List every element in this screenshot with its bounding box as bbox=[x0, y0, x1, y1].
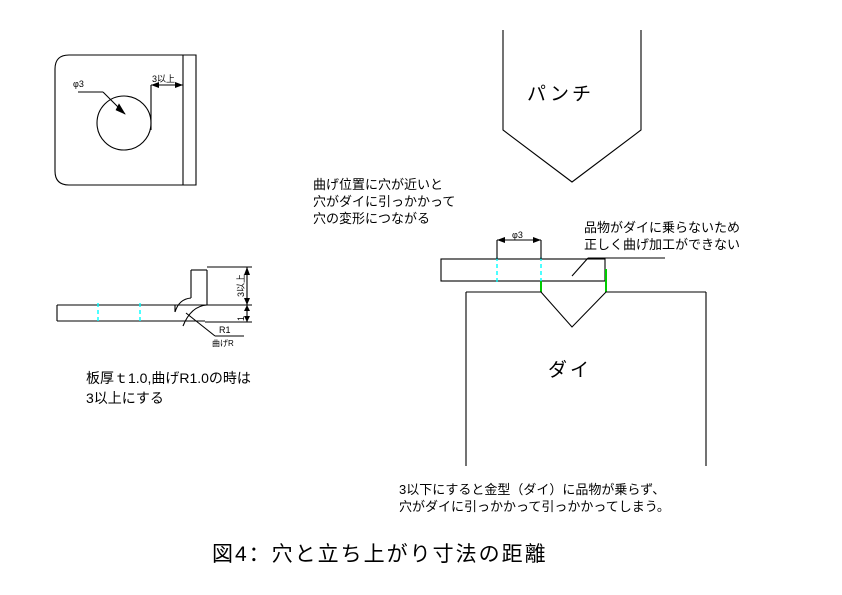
die-top-and-vgroove bbox=[466, 291, 706, 328]
workpiece-hole-diameter-label: φ3 bbox=[512, 230, 523, 240]
thickness-dim-arrow-bottom bbox=[244, 316, 250, 322]
bend-detail-drawing bbox=[56, 266, 252, 337]
thickness-dim-arrow-top bbox=[244, 305, 250, 311]
bend-radius-note: 曲げR bbox=[212, 339, 234, 348]
punch-drawing bbox=[502, 30, 642, 183]
bend-inner-radius-arc bbox=[174, 297, 192, 313]
annotation-leaders bbox=[571, 257, 665, 277]
workpiece-outline bbox=[440, 258, 606, 282]
workpiece-dim-arrow-right bbox=[533, 237, 541, 243]
radius-leader-line bbox=[185, 312, 216, 337]
height-dim-arrow-top bbox=[244, 267, 250, 275]
bottom-warning-line2: 穴がダイに引っかかって引っかかってしまう。 bbox=[399, 499, 670, 514]
workpiece-drawing bbox=[440, 237, 607, 292]
figure-title: 図4：穴と立ち上がり寸法の距離 bbox=[212, 543, 548, 566]
plate-edge-distance-label: 3以上 bbox=[152, 74, 176, 84]
punch-label: パンチ bbox=[527, 84, 594, 105]
plate-hole-circle bbox=[96, 95, 152, 151]
workpiece-dim-arrow-left bbox=[497, 237, 505, 243]
plate-hole-diameter-label: φ3 bbox=[73, 79, 84, 89]
near-bend-annotation-line1: 曲げ位置に穴が近いと bbox=[313, 177, 444, 192]
bend-height-label: 3以上 bbox=[236, 273, 246, 297]
bend-caption-line2: 3以上にする bbox=[86, 390, 164, 406]
near-bend-annotation-line2: 穴がダイに引っかかって bbox=[313, 194, 456, 209]
not-seated-annotation-line2: 正しく曲げ加工ができない bbox=[584, 237, 741, 252]
height-dim-arrow-bottom bbox=[244, 298, 250, 305]
edge-dim-arrow-left bbox=[151, 82, 159, 88]
bottom-warning-line1: 3以下にすると金型（ダイ）に品物が乗らず、 bbox=[399, 482, 666, 497]
die-label: ダイ bbox=[548, 360, 593, 381]
bend-caption-line1: 板厚ｔ1.0,曲げR1.0の時は bbox=[86, 370, 251, 386]
plate-outline bbox=[54, 54, 197, 186]
hole-leader-arrowhead bbox=[115, 103, 126, 115]
not-seated-annotation-line1: 品物がダイに乗らないため bbox=[584, 220, 741, 235]
die-side-walls bbox=[465, 292, 707, 466]
bend-outer-radius-arc bbox=[182, 304, 208, 327]
punch-outline bbox=[502, 30, 642, 183]
not-seated-leader-line bbox=[571, 257, 589, 277]
edge-dim-arrow-right bbox=[175, 82, 183, 88]
top-left-plate-drawing bbox=[54, 54, 197, 186]
bend-thickness-label: 1 bbox=[236, 315, 246, 321]
near-bend-annotation-line3: 穴の変形につながる bbox=[313, 211, 431, 226]
die-drawing bbox=[465, 291, 707, 466]
bend-radius-label: R1 bbox=[219, 325, 231, 335]
